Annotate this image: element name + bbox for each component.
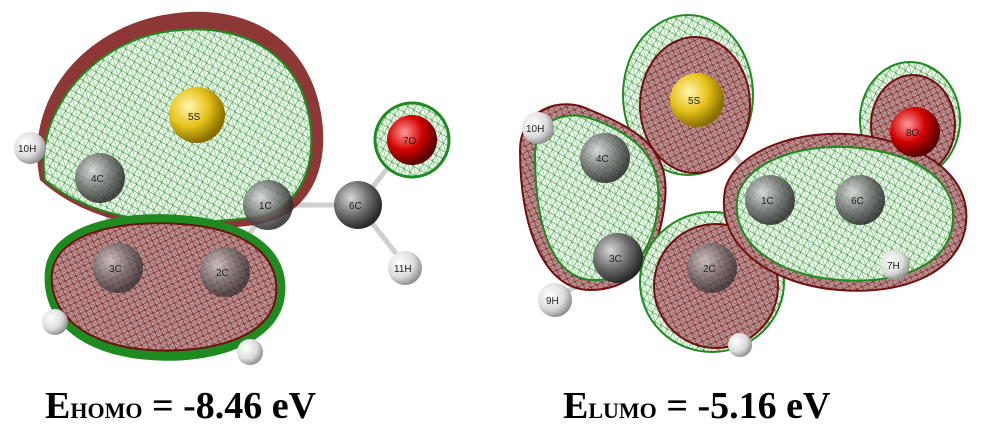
svg-text:6C: 6C [349, 201, 362, 212]
lumo-energy-symbol: E [563, 385, 589, 427]
svg-text:2C: 2C [703, 264, 716, 275]
svg-text:5S: 5S [688, 96, 701, 107]
homo-atom-hidden-H-right [237, 339, 263, 365]
homo-energy-value: = -8.46 eV [142, 385, 317, 427]
lumo-orbital: 10H 5S 8O 4C 1C 6C 3C 2C [518, 14, 968, 357]
lumo-energy-caption: ELUMO = -5.16 eV [563, 384, 830, 434]
homo-atom-C6: 6C [334, 181, 382, 229]
lumo-atom-C4: 4C [580, 133, 630, 183]
svg-text:7O: 7O [403, 136, 417, 147]
lumo-atom-H7: 7H [880, 250, 910, 280]
homo-orbital: 10H 5S 7O 4C 1C 6C 11H 3C [14, 11, 451, 365]
homo-atom-C4: 4C [75, 153, 125, 203]
homo-energy-symbol: E [45, 385, 71, 427]
lumo-atom-hidden-H-bottom [728, 333, 752, 357]
svg-text:7H: 7H [887, 261, 900, 272]
svg-text:4C: 4C [596, 154, 609, 165]
svg-text:1C: 1C [761, 196, 774, 207]
svg-text:11H: 11H [394, 264, 412, 275]
homo-atom-C3: 3C [93, 243, 143, 293]
lumo-atom-H9: 9H [538, 283, 572, 317]
lumo-energy-subscript: LUMO [588, 398, 657, 423]
homo-atom-S5: 5S [169, 87, 225, 143]
svg-text:3C: 3C [109, 264, 122, 275]
svg-text:8O: 8O [906, 128, 920, 139]
lumo-atom-C1: 1C [745, 175, 795, 225]
lumo-energy-value: = -5.16 eV [656, 385, 831, 427]
svg-text:10H: 10H [18, 144, 36, 155]
svg-text:10H: 10H [526, 124, 544, 135]
svg-text:1C: 1C [259, 201, 272, 212]
homo-atom-hidden-H-left [42, 309, 68, 335]
lumo-atom-H10: 10H [522, 112, 554, 144]
lumo-atom-O8: 8O [890, 107, 940, 157]
lumo-atom-C2: 2C [687, 243, 737, 293]
homo-atom-H10: 10H [14, 132, 46, 164]
lumo-atom-C3: 3C [593, 233, 643, 283]
homo-atom-H11: 11H [388, 251, 422, 285]
svg-text:9H: 9H [546, 296, 559, 307]
svg-text:2C: 2C [216, 268, 229, 279]
svg-text:5S: 5S [188, 112, 201, 123]
lumo-atom-C6: 6C [835, 175, 885, 225]
homo-energy-subscript: HOMO [70, 398, 143, 423]
svg-text:4C: 4C [91, 174, 104, 185]
homo-atom-C1: 1C [243, 180, 293, 230]
svg-text:3C: 3C [609, 254, 622, 265]
svg-text:6C: 6C [851, 196, 864, 207]
homo-atom-C2: 2C [200, 247, 250, 297]
homo-atom-O7: 7O [387, 115, 437, 165]
homo-energy-caption: EHOMO = -8.46 eV [45, 384, 316, 434]
lumo-atom-S5: 5S [670, 73, 724, 127]
